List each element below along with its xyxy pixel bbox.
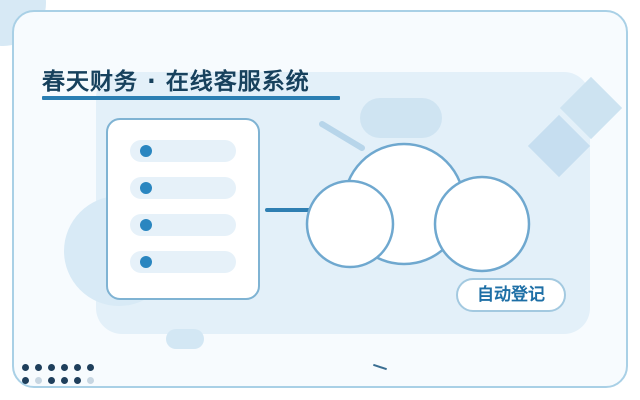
title-underline: [42, 96, 340, 100]
dots-decoration: [20, 362, 100, 390]
bullet-dot-icon: [140, 182, 152, 194]
list-item: [130, 140, 236, 162]
list-card: [106, 118, 260, 300]
top-pill-decoration: [360, 98, 442, 138]
auto-register-button[interactable]: 自动登记: [456, 278, 566, 312]
page-title: 春天财务 · 在线客服系统: [42, 69, 310, 95]
list-item: [130, 177, 236, 199]
list-item: [130, 251, 236, 273]
bullet-dot-icon: [140, 256, 152, 268]
list-item: [130, 214, 236, 236]
bullet-dot-icon: [140, 219, 152, 231]
bottom-pill-decoration: [166, 329, 204, 349]
cloud-icon: [305, 121, 531, 273]
bullet-dot-icon: [140, 145, 152, 157]
connector-line: [265, 208, 331, 212]
